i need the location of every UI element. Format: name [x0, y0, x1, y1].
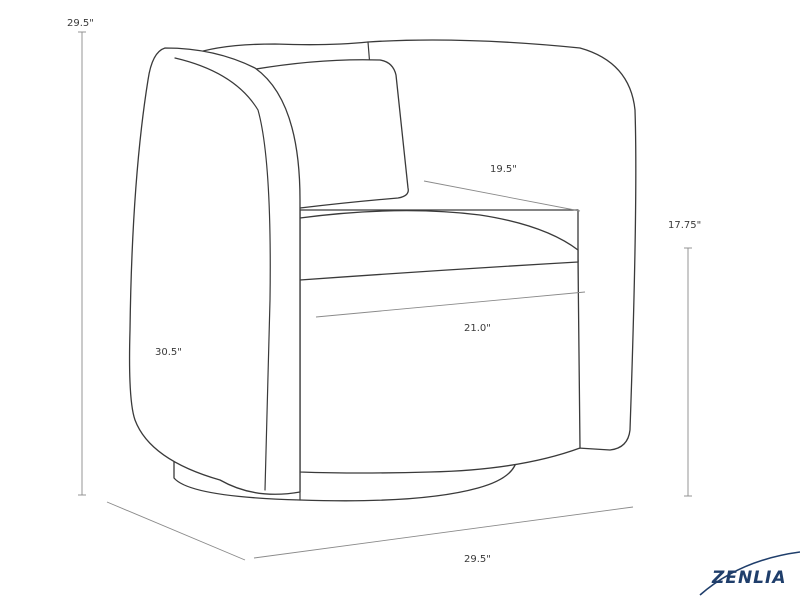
overall-height-label: 29.5"	[67, 18, 94, 29]
swivel-chair-illustration	[128, 39, 637, 502]
seat-height-label: 17.75"	[668, 220, 701, 231]
left-arm-inner-edge	[174, 57, 271, 491]
seat-cushion	[299, 210, 579, 281]
seat-depth-label: 19.5"	[490, 164, 517, 175]
logo-swoosh	[699, 551, 800, 596]
brand-wordmark: ZENLIA	[711, 568, 786, 588]
depth-line	[106, 501, 246, 561]
width-line	[253, 506, 634, 559]
depth-label-text: 30.5"	[155, 347, 182, 358]
seat-width-line	[315, 291, 586, 318]
width-label: 29.5"	[464, 554, 491, 565]
dimension-labels: 29.5" 19.5" 21.0" 17.75" 30.5" 29.5"	[67, 18, 701, 565]
seat-depth-line	[423, 180, 581, 212]
left-arm	[128, 47, 301, 495]
dimension-lines	[78, 31, 692, 561]
seat-width-label: 21.0"	[464, 323, 491, 334]
seat-front-panel	[299, 259, 581, 474]
brand-logo: ZENLIA	[699, 551, 800, 596]
